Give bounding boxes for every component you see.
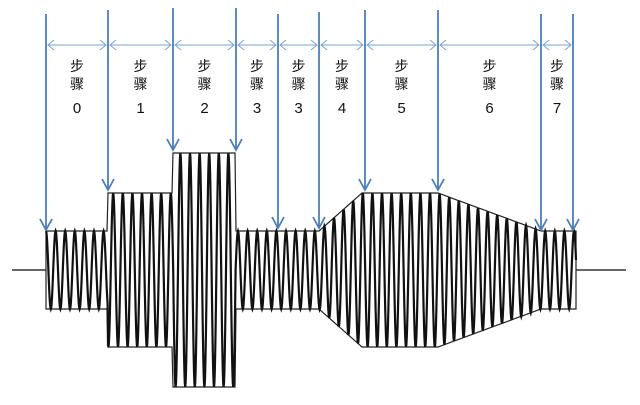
step-label: 步骤 2 — [190, 58, 220, 118]
double-arrow-left-icon — [237, 39, 245, 51]
step-word-1: 步 — [197, 59, 212, 75]
step-word-2: 骤 — [250, 77, 264, 93]
arrow-head-icon — [229, 138, 243, 152]
step-word-2: 骤 — [335, 77, 349, 93]
double-arrow-left-icon — [542, 39, 550, 51]
step-word-2: 骤 — [197, 77, 212, 93]
step-word-1: 步 — [250, 59, 264, 75]
double-arrow-left-icon — [174, 39, 182, 51]
double-arrow-left-icon — [320, 39, 328, 51]
step-word-1: 步 — [133, 59, 148, 75]
step-word-1: 步 — [550, 59, 564, 75]
double-arrow-right-icon — [269, 39, 277, 51]
arrow-head-icon — [39, 218, 53, 232]
arrow-head-icon — [431, 178, 445, 192]
step-label: 步骤 1 — [126, 58, 156, 118]
step-word-1: 步 — [335, 59, 349, 75]
double-arrow-right-icon — [227, 39, 235, 51]
step-word-2: 骤 — [70, 77, 84, 93]
double-arrow-left-icon — [279, 39, 287, 51]
arrow-head-icon — [358, 178, 372, 192]
step-word-2: 骤 — [482, 77, 497, 93]
step-word-2: 骤 — [550, 77, 564, 93]
arrow-head-icon — [271, 216, 285, 230]
step-word-2: 骤 — [291, 77, 306, 93]
double-arrow-right-icon — [532, 39, 540, 51]
step-label: 步骤 3 — [242, 58, 272, 118]
step-number: 5 — [397, 100, 406, 117]
step-label: 步骤 4 — [327, 58, 357, 118]
double-arrow-right-icon — [99, 39, 107, 51]
step-word-1: 步 — [291, 59, 306, 75]
step-word-1: 步 — [482, 59, 497, 75]
arrow-head-icon — [534, 218, 548, 232]
step-label: 步骤 7 — [542, 58, 572, 118]
step-word-1: 步 — [394, 59, 409, 75]
step-word-2: 骤 — [394, 77, 409, 93]
arrow-head-icon — [312, 216, 326, 230]
step-number: 6 — [485, 100, 494, 117]
double-arrow-left-icon — [47, 39, 55, 51]
step-label: 步骤 5 — [387, 58, 417, 118]
double-arrow-left-icon — [439, 39, 447, 51]
step-number: 4 — [337, 100, 347, 117]
double-arrow-left-icon — [366, 39, 374, 51]
double-arrow-left-icon — [109, 39, 117, 51]
step-number: 2 — [200, 100, 209, 117]
double-arrow-right-icon — [356, 39, 364, 51]
step-number: 1 — [136, 100, 145, 117]
step-word-2: 骤 — [133, 77, 148, 93]
step-word-1: 步 — [70, 59, 84, 75]
envelope-outline — [45, 152, 577, 388]
step-label: 步骤 3 — [284, 58, 314, 118]
double-arrow-right-icon — [164, 39, 172, 51]
step-label: 步骤 0 — [62, 58, 92, 118]
arrow-head-icon — [166, 138, 180, 152]
double-arrow-right-icon — [429, 39, 437, 51]
step-number: 7 — [552, 100, 562, 117]
step-label: 步骤 6 — [475, 58, 505, 118]
step-number: 3 — [252, 100, 262, 117]
waveform — [44, 152, 578, 388]
double-arrow-right-icon — [310, 39, 318, 51]
step-number: 0 — [72, 100, 82, 117]
step-number: 3 — [294, 100, 303, 117]
arrow-head-icon — [566, 218, 580, 232]
double-arrow-right-icon — [564, 39, 572, 51]
arrow-head-icon — [101, 178, 115, 192]
